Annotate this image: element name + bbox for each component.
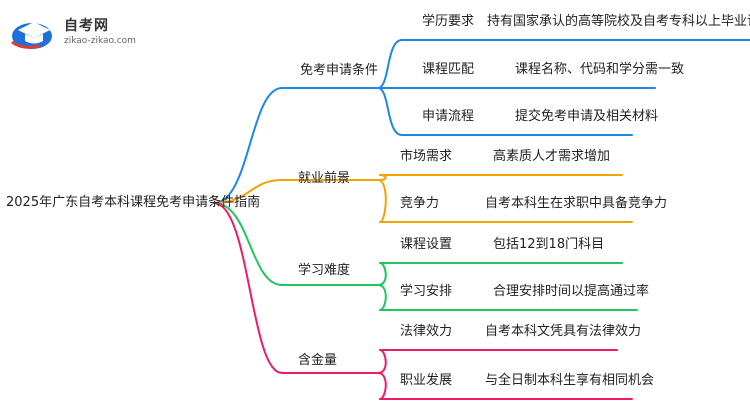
child-label[interactable]: 学历要求 bbox=[422, 14, 475, 29]
child-detail[interactable]: 高素质人才需求增加 bbox=[493, 149, 611, 164]
branch-label[interactable]: 就业前景 bbox=[298, 171, 351, 186]
child-connector bbox=[377, 372, 387, 400]
branch-label[interactable]: 学习难度 bbox=[298, 263, 351, 278]
logo-subtitle: zikao-zikao.com bbox=[64, 36, 136, 46]
child-detail[interactable]: 提交免考申请及相关材料 bbox=[515, 109, 659, 124]
child-connector bbox=[377, 284, 387, 311]
child-connector bbox=[377, 87, 403, 136]
child-detail[interactable]: 包括12到18门科目 bbox=[493, 237, 605, 252]
branch-label[interactable]: 含金量 bbox=[298, 353, 338, 368]
root-topic[interactable]: 2025年广东自考本科课程免考申请条件指南 bbox=[6, 195, 261, 210]
site-logo[interactable]: 自考网 zikao-zikao.com bbox=[10, 12, 160, 52]
child-label[interactable]: 课程匹配 bbox=[422, 62, 475, 77]
child-detail[interactable]: 与全日制本科生享有相同机会 bbox=[485, 373, 655, 388]
child-detail[interactable]: 合理安排时间以提高通过率 bbox=[493, 284, 650, 299]
child-connector bbox=[377, 39, 403, 89]
child-detail[interactable]: 自考本科生在求职中具备竞争力 bbox=[485, 196, 668, 211]
branch-connector bbox=[213, 202, 283, 286]
child-label[interactable]: 学习安排 bbox=[400, 284, 453, 299]
child-detail[interactable]: 持有国家承认的高等院校及自考专科以上毕业证书 bbox=[487, 14, 750, 29]
branch-label[interactable]: 免考申请条件 bbox=[300, 63, 379, 78]
child-connector bbox=[377, 179, 387, 223]
child-label[interactable]: 法律效力 bbox=[400, 324, 453, 339]
child-detail[interactable]: 课程名称、代码和学分需一致 bbox=[515, 62, 685, 77]
branch-connector bbox=[213, 202, 283, 374]
branch-connector bbox=[213, 179, 283, 204]
child-connector bbox=[377, 262, 387, 286]
branch-connector bbox=[213, 87, 283, 204]
child-detail[interactable]: 自考本科文凭具有法律效力 bbox=[485, 324, 642, 339]
child-label[interactable]: 市场需求 bbox=[400, 149, 453, 164]
child-label[interactable]: 职业发展 bbox=[400, 373, 453, 388]
graduation-cap-icon bbox=[11, 22, 52, 49]
logo-title: 自考网 bbox=[64, 18, 109, 34]
child-label[interactable]: 申请流程 bbox=[422, 109, 475, 124]
child-label[interactable]: 竞争力 bbox=[400, 196, 440, 211]
child-label[interactable]: 课程设置 bbox=[400, 237, 453, 252]
child-connector bbox=[377, 349, 387, 374]
